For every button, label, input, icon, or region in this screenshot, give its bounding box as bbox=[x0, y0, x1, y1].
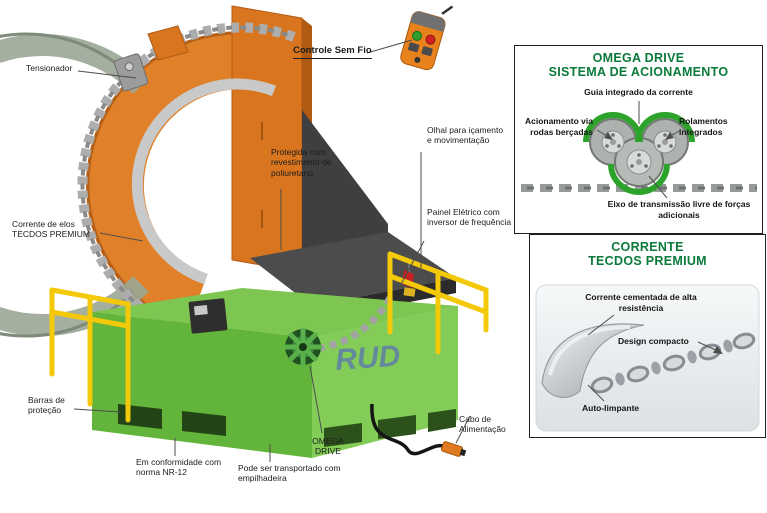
chain-guide-band bbox=[0, 32, 149, 338]
arrowhead-right bbox=[665, 132, 674, 140]
polyurethane-lining bbox=[131, 78, 277, 285]
omega-drive-panel: OMEGA DRIVE SISTEMA DE ACIONAMENTO Guia … bbox=[514, 45, 763, 234]
omega-drive-unit bbox=[283, 327, 323, 367]
label-eixo: Eixo de transmissão livre de forças adic… bbox=[607, 199, 751, 220]
label-tensionador: Tensionador bbox=[26, 63, 73, 73]
omega-panel-title: OMEGA DRIVE SISTEMA DE ACIONAMENTO bbox=[515, 46, 762, 80]
label-conformidade: Em conformidade com norma NR-12 bbox=[136, 457, 222, 478]
chain-photo-bg bbox=[535, 284, 760, 432]
label-olhal: Olhal para içamento e movimentação bbox=[427, 125, 504, 146]
electric-panel-box bbox=[188, 298, 228, 334]
label-rolamentos: Rolamentos integrados bbox=[679, 116, 728, 137]
corrente-panel-title-line2: TECDOS PREMIUM bbox=[588, 254, 707, 269]
remote-control bbox=[400, 5, 454, 71]
label-controle-sem-fio: Controle Sem Fio bbox=[293, 45, 372, 59]
label-painel-eletrico: Painel Elétrico com inversor de frequênc… bbox=[427, 207, 512, 228]
label-cabo: Cabo de Alimentação bbox=[459, 414, 506, 435]
tecdos-chain-arc bbox=[77, 22, 296, 338]
label-guia: Guia integrado da corrente bbox=[584, 87, 693, 97]
power-cable bbox=[370, 403, 467, 457]
arrowhead-design bbox=[713, 346, 723, 354]
label-omega-drive: OMEGA DRIVE bbox=[312, 436, 344, 457]
brand-logo: RUD bbox=[334, 340, 401, 377]
label-transportado: Pode ser transportado com empilhadeira bbox=[238, 463, 341, 484]
label-acionamento: Acionamento via rodas berçadas bbox=[524, 116, 593, 137]
corrente-figure bbox=[535, 284, 760, 432]
right-guard-rail bbox=[387, 251, 489, 355]
label-auto-limpante: Auto-limpante bbox=[582, 403, 640, 413]
label-protegida: Protegida com revestimento de poliuretan… bbox=[271, 147, 332, 178]
omega-drive-figure bbox=[521, 101, 757, 199]
label-corrente-elos: Corrente de elos TECDOS PREMIUM bbox=[12, 219, 90, 240]
label-cementada: Corrente cementada de alta resistência bbox=[585, 292, 697, 313]
label-barras-protecao: Barras de proteção bbox=[28, 395, 65, 416]
arrowhead-left bbox=[604, 132, 613, 140]
label-design-compacto: Design compacto bbox=[618, 336, 689, 346]
omega-panel-title-line2: SISTEMA DE ACIONAMENTO bbox=[548, 65, 729, 80]
left-guard-rail bbox=[49, 287, 131, 423]
corrente-panel-title-line1: CORRENTE bbox=[611, 240, 684, 254]
corrente-panel-title: CORRENTE TECDOS PREMIUM bbox=[530, 235, 765, 269]
machine-illustration: RUD bbox=[0, 5, 489, 462]
premium-chain bbox=[590, 332, 756, 394]
tensioner-device bbox=[114, 25, 189, 92]
omega-panel-title-line1: OMEGA DRIVE bbox=[592, 51, 685, 65]
hub-bolts bbox=[605, 133, 673, 168]
leader-lines bbox=[73, 39, 471, 462]
drive-assembly bbox=[583, 112, 695, 195]
machine-base: RUD bbox=[92, 288, 458, 458]
panel2-leader-lines bbox=[587, 314, 719, 402]
corrente-panel: CORRENTE TECDOS PREMIUM Corrente cementa… bbox=[529, 234, 766, 438]
chain-guide-swoosh bbox=[541, 323, 645, 398]
